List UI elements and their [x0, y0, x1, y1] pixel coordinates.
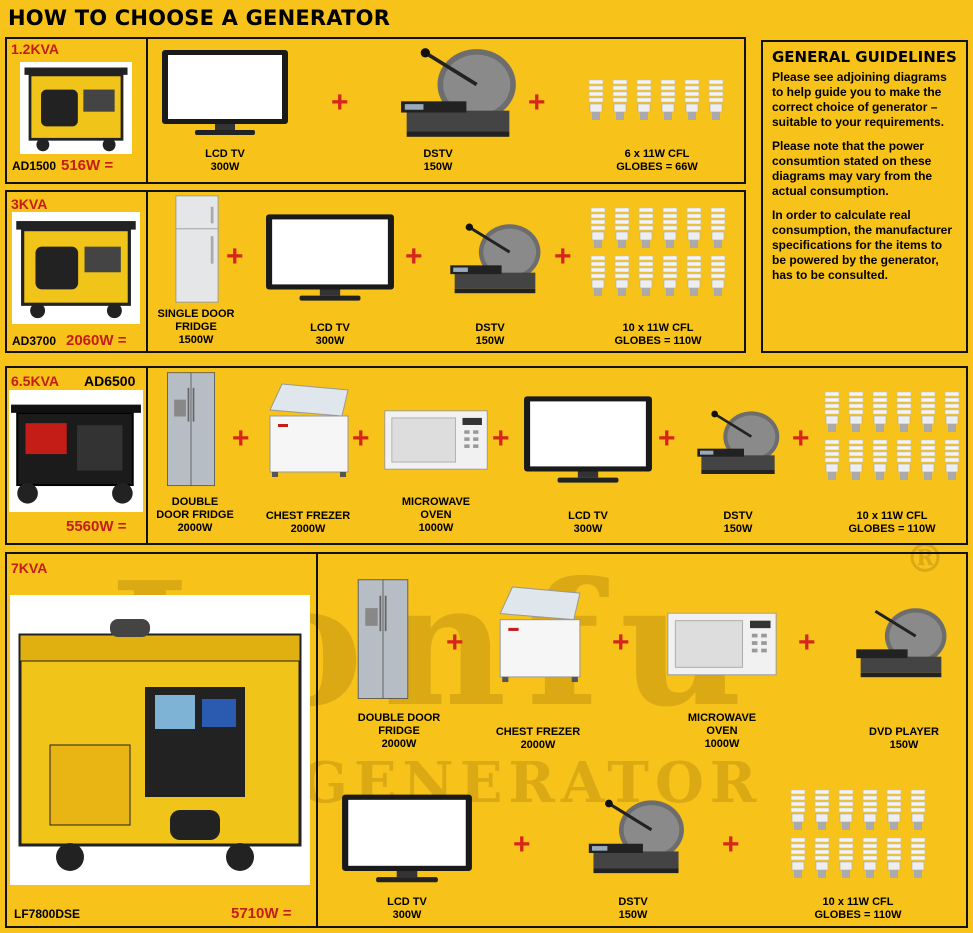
cfl-globes-icon [586, 78, 726, 128]
generator-photo [10, 595, 310, 885]
chest-freezer-icon [492, 582, 584, 686]
total-watts: 516W = [61, 157, 114, 174]
section-2-items-panel [146, 190, 746, 353]
double-fridge-icon [350, 578, 416, 702]
lcd-tv-icon [340, 792, 474, 886]
chest-freezer-icon [262, 380, 352, 480]
generator-model: LF7800DSE [14, 907, 81, 921]
plus-icon: + [226, 240, 244, 273]
section-kva-label: 3KVA [11, 196, 48, 212]
dstv-icon [388, 45, 528, 139]
watermark-registered-mark: ® [905, 535, 945, 582]
lcd-tv-icon [160, 48, 290, 138]
total-watts: 5710W = [231, 905, 292, 922]
plus-icon: + [792, 422, 810, 455]
plus-icon: + [722, 828, 740, 861]
guidelines-heading: GENERAL GUIDELINES [772, 48, 957, 66]
total-watts: 2060W = [66, 332, 127, 349]
total-watts: 5560W = [66, 518, 127, 535]
plus-icon: + [352, 422, 370, 455]
plus-icon: + [612, 626, 630, 659]
section-1-items-panel [146, 37, 746, 184]
plus-icon: + [331, 86, 349, 119]
cfl-globes-icon [588, 206, 728, 298]
microwave-icon [383, 408, 489, 472]
generator-photo [12, 212, 140, 324]
plus-icon: + [446, 626, 464, 659]
generator-model: AD1500 [12, 159, 57, 173]
guidelines-paragraph: In order to calculate real consumption, … [772, 208, 953, 282]
section-kva-label: 1.2KVA [11, 41, 59, 57]
lcd-tv-icon [264, 212, 396, 304]
plus-icon: + [492, 422, 510, 455]
plus-icon: + [405, 240, 423, 273]
guidelines-paragraph: Please see adjoining diagrams to help gu… [772, 70, 947, 129]
cfl-globes-icon [822, 390, 962, 482]
general-guidelines-panel: GENERAL GUIDELINES Please see adjoining … [761, 40, 968, 353]
double-fridge-icon [162, 371, 220, 489]
plus-icon: + [528, 86, 546, 119]
guidelines-paragraph: Please note that the power consumtion st… [772, 139, 933, 198]
section-4-items-panel [316, 552, 968, 928]
plus-icon: + [554, 240, 572, 273]
plus-icon: + [658, 422, 676, 455]
generator-model: AD6500 [84, 373, 136, 389]
dstv-icon [688, 392, 788, 492]
generator-photo [9, 390, 143, 512]
plus-icon: + [513, 828, 531, 861]
page-title: HOW TO CHOOSE A GENERATOR [8, 6, 391, 30]
section-kva-label: 6.5KVA [11, 373, 59, 389]
microwave-icon [666, 610, 778, 678]
generator-model: AD3700 [12, 334, 57, 348]
plus-icon: + [232, 422, 250, 455]
dstv-icon [578, 786, 694, 886]
plus-icon: + [798, 626, 816, 659]
dvd-player-icon [846, 590, 956, 694]
fridge-icon [174, 194, 220, 304]
lcd-tv-icon [522, 394, 654, 486]
section-kva-label: 7KVA [11, 560, 48, 576]
dstv-icon [440, 208, 550, 308]
section-3-items-panel [146, 366, 968, 545]
generator-photo [20, 62, 132, 154]
cfl-globes-icon [788, 788, 928, 880]
